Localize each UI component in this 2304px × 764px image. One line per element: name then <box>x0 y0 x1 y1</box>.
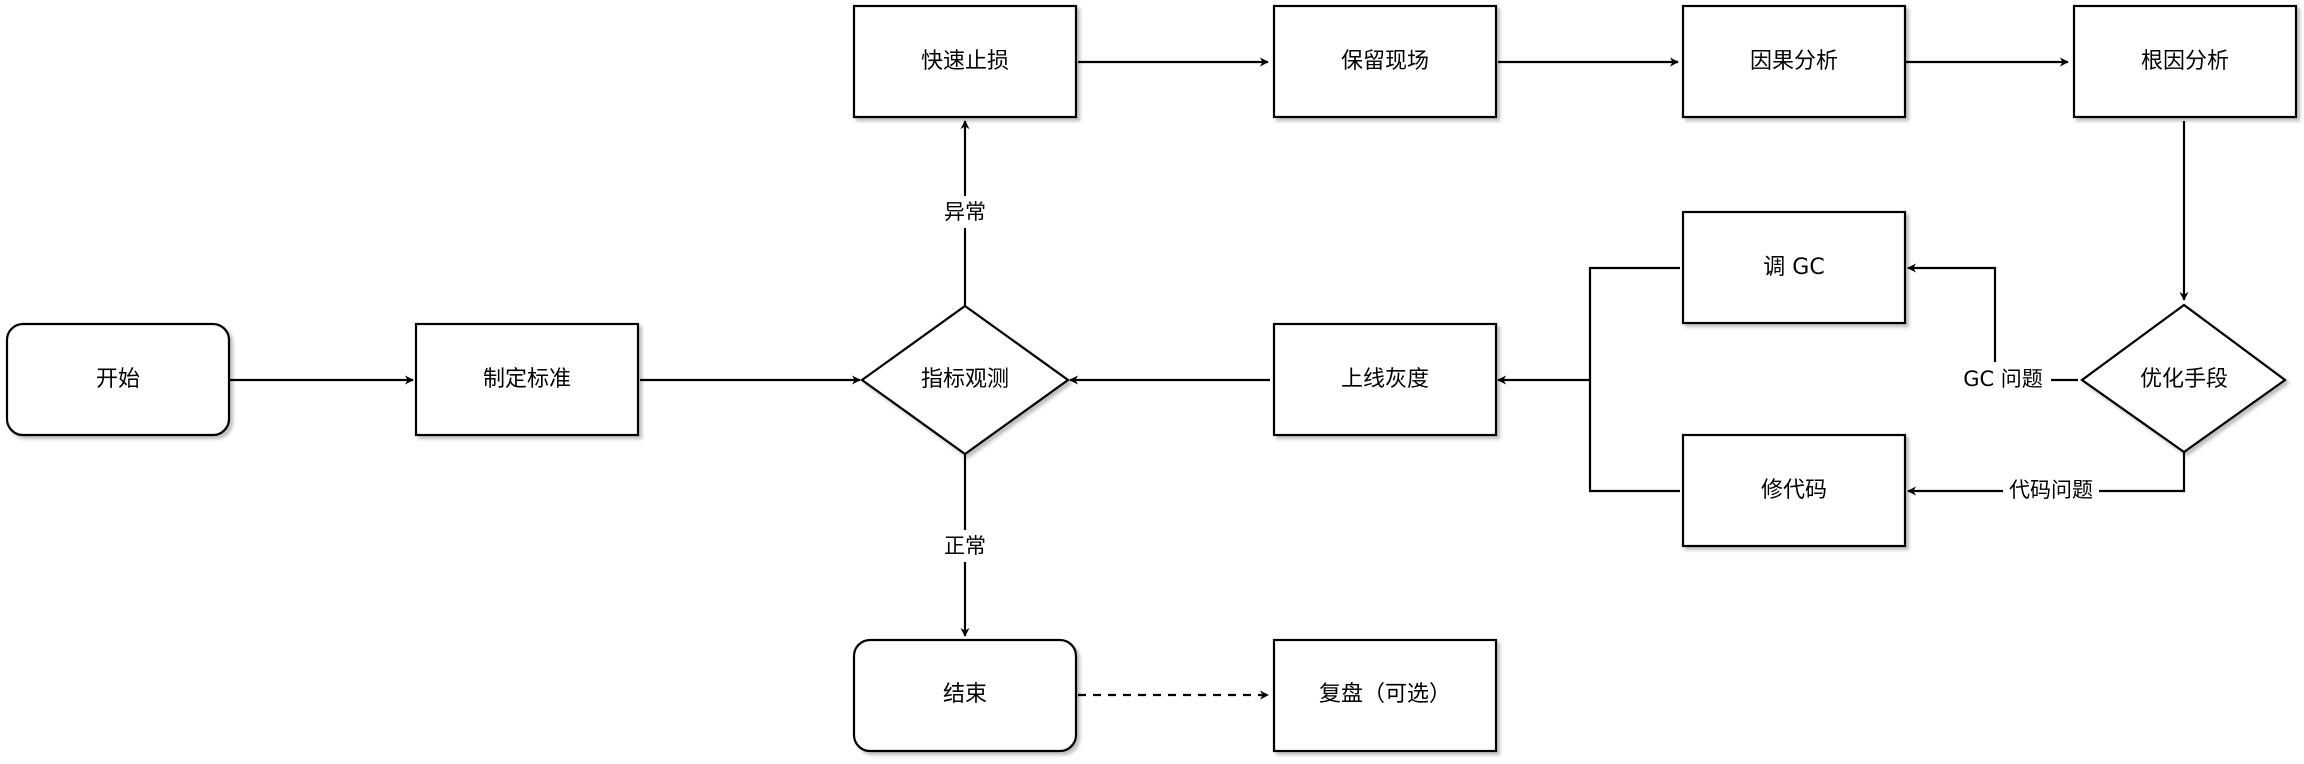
node-root-cause: 根因分析 <box>2072 4 2298 119</box>
edge-label-gc-issue: GC 问题 <box>1955 362 2051 396</box>
svg-text:快速止损: 快速止损 <box>921 49 1009 74</box>
svg-text:根因分析: 根因分析 <box>2141 49 2229 74</box>
svg-text:修代码: 修代码 <box>1761 478 1827 503</box>
svg-text:指标观测: 指标观测 <box>921 367 1009 392</box>
svg-text:调 GC: 调 GC <box>1763 255 1824 280</box>
node-canary-release: 上线灰度 <box>1272 322 1498 437</box>
node-optimize-decision: 优化手段 <box>2080 303 2287 454</box>
svg-text:结束: 结束 <box>943 682 987 707</box>
node-causal-analysis: 因果分析 <box>1681 4 1907 119</box>
svg-text:因果分析: 因果分析 <box>1750 49 1838 74</box>
svg-text:开始: 开始 <box>96 367 140 392</box>
edge-label-code-issue: 代码问题 <box>2003 474 2099 508</box>
svg-text:正常: 正常 <box>944 534 986 558</box>
node-preserve-scene: 保留现场 <box>1272 4 1498 119</box>
svg-text:制定标准: 制定标准 <box>483 367 571 392</box>
edge-label-abnormal: 异常 <box>935 196 995 228</box>
node-observe-decision: 指标观测 <box>860 304 1070 456</box>
svg-text:保留现场: 保留现场 <box>1341 49 1429 74</box>
node-fix-code: 修代码 <box>1681 433 1907 548</box>
svg-text:复盘（可选）: 复盘（可选） <box>1319 682 1451 707</box>
node-end: 结束 <box>852 638 1078 753</box>
edge-label-normal: 正常 <box>935 530 995 562</box>
edge-code-to-canary <box>1497 375 1680 493</box>
edge-optimize-to-code <box>1907 450 2186 496</box>
edge-gc-to-canary <box>1588 266 1680 380</box>
node-set-standard: 制定标准 <box>414 322 640 437</box>
svg-text:上线灰度: 上线灰度 <box>1341 367 1429 392</box>
node-tune-gc: 调 GC <box>1681 210 1907 325</box>
svg-text:异常: 异常 <box>944 200 986 224</box>
node-stop-loss: 快速止损 <box>852 4 1078 119</box>
node-start: 开始 <box>5 322 231 437</box>
svg-text:代码问题: 代码问题 <box>2009 478 2093 502</box>
svg-text:优化手段: 优化手段 <box>2140 367 2228 392</box>
node-review: 复盘（可选） <box>1272 638 1498 753</box>
svg-text:GC 问题: GC 问题 <box>1963 367 2043 391</box>
